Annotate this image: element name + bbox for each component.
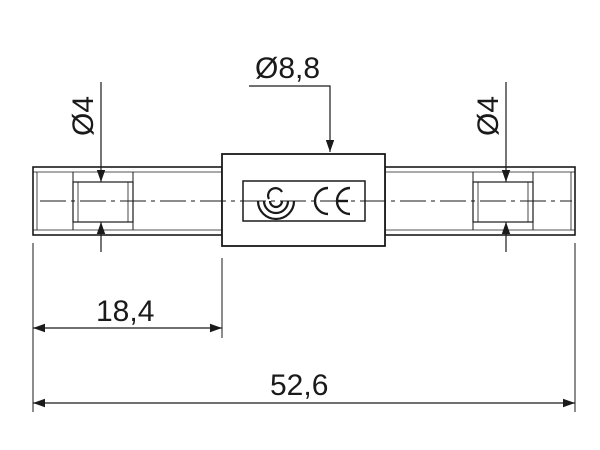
left-thread-diameter-label: Ø4 (67, 96, 100, 136)
housing-offset-label: 18,4 (96, 295, 154, 328)
center-diameter-dimension: Ø8,8 (249, 52, 335, 152)
right-thread-diameter-label: Ø4 (472, 96, 505, 136)
overall-length-label: 52,6 (270, 369, 328, 402)
right-thread-diameter-dimension: Ø4 (472, 82, 511, 252)
center-housing (221, 153, 386, 247)
housing-offset-dimension: 18,4 (33, 295, 222, 333)
left-thread-diameter-dimension: Ø4 (67, 82, 106, 252)
center-diameter-label: Ø8,8 (255, 52, 320, 85)
part-body (32, 153, 576, 247)
approval-mark-icon (256, 187, 296, 221)
overall-length-dimension: 52,6 (33, 369, 575, 408)
